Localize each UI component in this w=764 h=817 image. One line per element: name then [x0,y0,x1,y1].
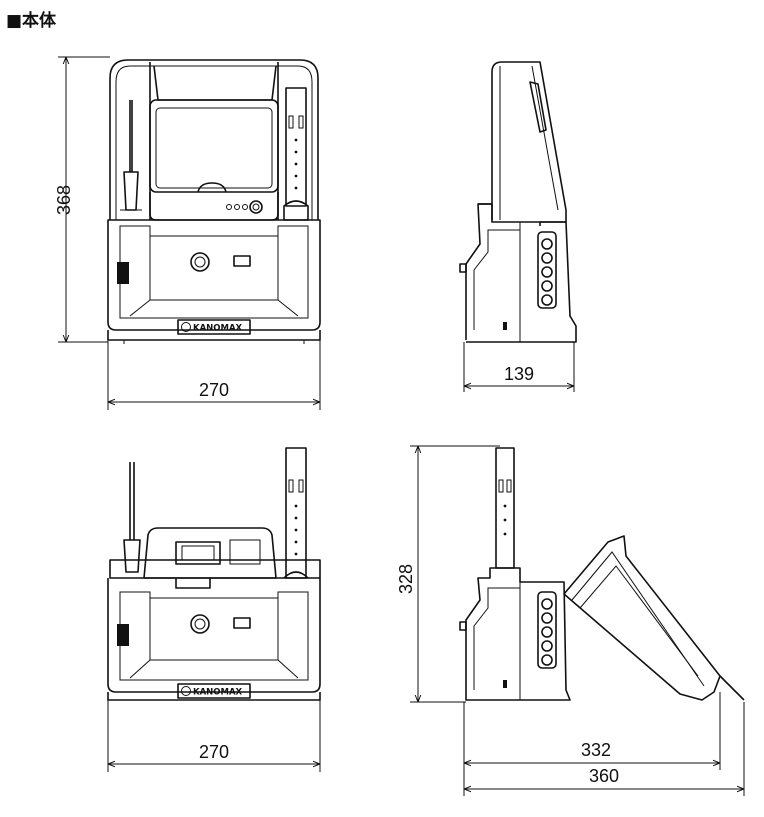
front-view: KANOMAX [107,59,321,344]
brand-label-front: KANOMAX [193,324,243,334]
dim-side-depth: 139 [504,364,534,384]
dim-open-side-depth-outer: 360 [589,766,619,786]
side-open-view [459,447,745,701]
dim-open-side-depth-inner: 332 [581,740,611,760]
dim-open-side-height: 328 [396,564,416,594]
dim-front-height: 368 [54,185,74,215]
brand-plate-front [177,319,251,335]
front-dimensions: 368 270 [54,56,321,410]
brand-label-open: KANOMAX [193,688,243,698]
dim-open-front-width: 270 [199,742,229,762]
side-view [459,61,577,343]
front-open-dimensions: 270 [107,700,321,772]
dim-front-width: 270 [199,380,229,400]
section-title: ■本体 [6,11,57,31]
side-dimensions: 139 [463,342,575,392]
front-open-view: KANOMAX [107,447,321,701]
side-open-dimensions: 328 332 360 [396,445,745,796]
brand-plate-open [177,683,251,699]
